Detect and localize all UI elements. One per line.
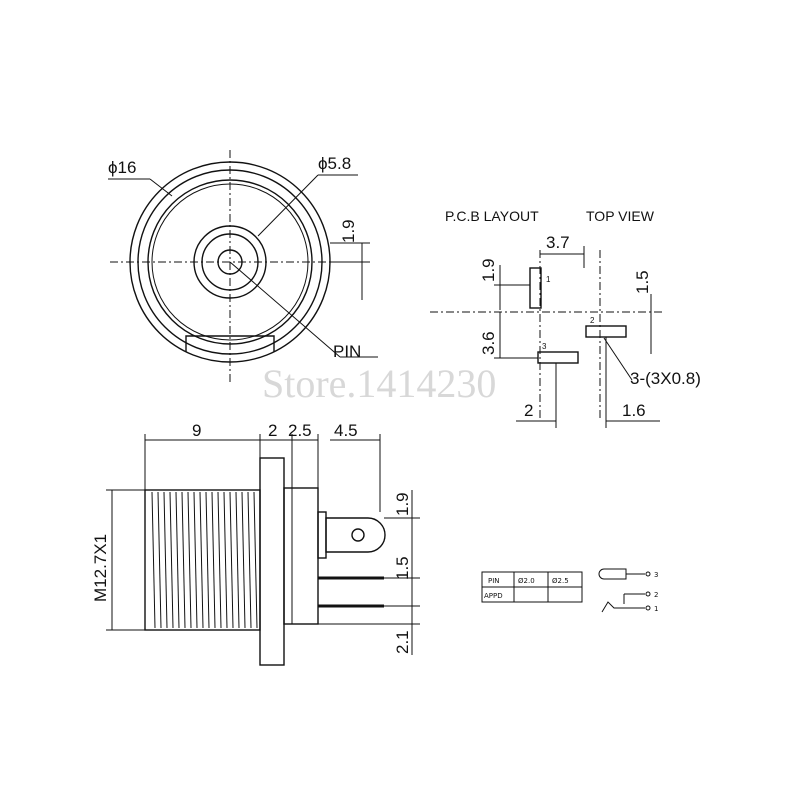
pcb-pad-3 [537,351,579,364]
dim15-side-label: 1.5 [393,556,412,580]
dim36-label: 3.6 [479,331,498,355]
dia58-leader-arrow [257,174,319,237]
dim15-pcb-label: 1.5 [633,270,652,294]
dim37-label: 3.7 [546,233,570,252]
pcb-layout-view: P.C.B LAYOUT TOP VIEW 1 2 3 3.7 1.9 1.5 … [430,208,701,428]
dim19-side-label: 1.9 [393,492,412,516]
thread-line [151,491,156,629]
pad-spec-leader [603,337,633,381]
pcb-pad-2 [585,325,627,338]
thread-line [223,491,228,629]
schematic-symbol: 3 2 1 [598,568,658,613]
schematic-node-3 [645,571,651,577]
dim2-label: 2 [524,401,533,420]
pad-spec-label: 3-(3X0.8) [630,369,701,388]
thread-line [211,491,216,629]
dim19-front-label: 1.9 [339,219,358,243]
thread-line [181,491,186,629]
top-terminal-base [317,511,327,559]
pcb-pad-2-number: 2 [590,316,595,325]
pin-table: PIN Ø2.0 Ø2.5 APPD [481,571,583,603]
schematic-node-2 [645,591,651,597]
pcb-pad-1-number: 1 [546,275,551,284]
schematic-plug-body [598,568,627,580]
dim25-label: 2.5 [288,421,312,440]
thread-line [229,491,234,629]
thread-line [253,491,258,629]
thread-line [235,491,240,629]
thread-line [193,491,198,629]
pin-leader [229,261,341,358]
dim9-label: 9 [192,421,201,440]
pin-table-header-25: Ø2.5 [552,577,569,585]
thread-line [205,491,210,629]
dia16-label: ϕ16 [108,158,136,177]
dia58-label: ϕ5.8 [318,154,351,173]
top-terminal-lug [325,517,386,553]
top-terminal-hole [351,528,365,542]
schematic-switch [601,601,645,613]
schematic-pin-3: 3 [654,571,658,579]
dim19-pcb-label: 1.9 [479,258,498,282]
schematic-node-1 [645,605,651,611]
pcb-pad-1 [529,267,542,309]
side-view: 9 2 2.5 4.5 M12.7X1 1.9 1.5 2.1 [91,421,420,666]
thread-line [199,491,204,629]
dia16-leader-arrow [149,178,173,197]
thread-line [241,491,246,629]
dim2-side-label: 2 [268,421,277,440]
schematic-pin-1: 1 [654,605,658,613]
pcb-layout-title: P.C.B LAYOUT [445,208,539,224]
dim16-label: 1.6 [622,401,646,420]
pin-table-header-pin: PIN [488,577,500,585]
pin-label: PIN [333,342,361,361]
flange-flat [185,335,275,352]
watermark: Store.1414230 [262,361,496,406]
dim21-side-label: 2.1 [393,630,412,654]
thread-line [163,491,168,629]
pin-table-header-20: Ø2.0 [518,577,535,585]
thread-line [217,491,222,629]
dim45-label: 4.5 [334,421,358,440]
pcb-pad-3-number: 3 [542,342,547,351]
thread-line [187,491,192,629]
front-view: ϕ16 ϕ5.8 1.9 PIN [108,150,378,385]
thread-line [247,491,252,629]
rear-body [283,487,319,625]
thread-lines [151,491,258,629]
thread-line [157,491,162,629]
thread-line [169,491,174,629]
thread-label: M12.7X1 [91,534,110,602]
flange [259,457,285,666]
thread-line [175,491,180,629]
pin-table-row-appd: APPD [484,592,503,600]
top-view-title: TOP VIEW [586,208,655,224]
schematic-pin-2: 2 [654,591,658,599]
